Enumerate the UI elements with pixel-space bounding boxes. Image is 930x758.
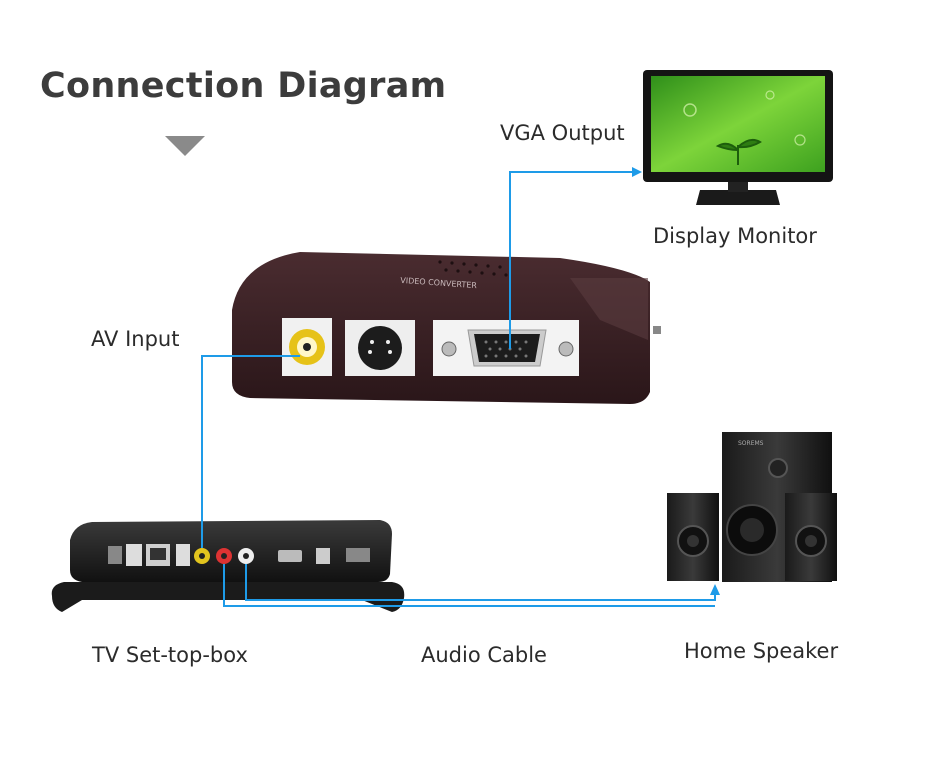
arrow-head-icon (632, 167, 642, 177)
video-converter-box: VIDEO CONVERTER (232, 252, 661, 404)
tv-settop-box (52, 520, 405, 612)
tv-settop-box-label: TV Set-top-box (92, 643, 248, 667)
home-speaker-label: Home Speaker (684, 639, 838, 663)
audio-cable-label: Audio Cable (421, 643, 547, 667)
display-monitor-label: Display Monitor (653, 224, 817, 248)
display-monitor (643, 70, 833, 205)
home-speaker: SOREMS (667, 432, 837, 582)
arrow-head-icon (710, 584, 720, 595)
speaker-brand-label: SOREMS (738, 440, 764, 447)
av-input-label: AV Input (91, 327, 179, 351)
vga-output-label: VGA Output (500, 121, 625, 145)
